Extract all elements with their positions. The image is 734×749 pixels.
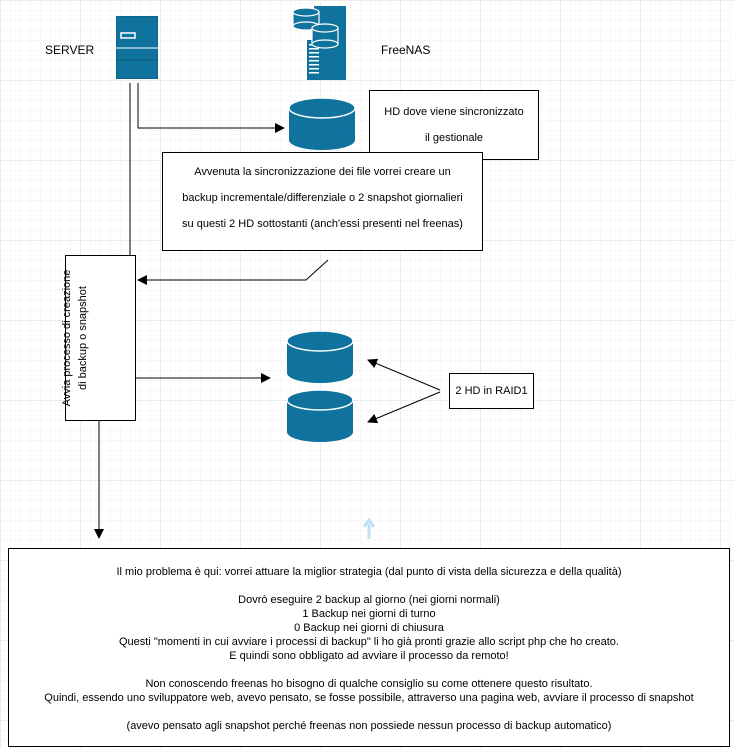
problem-line-7: E quindi sono obbligato ad avviare il pr… xyxy=(229,650,509,662)
process-note-line-2: di backup o snapshot xyxy=(77,286,89,390)
problem-line-2 xyxy=(9,579,729,593)
problem-box: Il mio problema è qui: vorrei attuare la… xyxy=(8,548,730,747)
server-to-hd-sync-connector xyxy=(137,83,285,133)
raid-note: 2 HD in RAID1 xyxy=(449,373,534,409)
hd-sync-icon xyxy=(289,98,355,150)
problem-line-9: Non conoscendo freenas ho bisogno di qua… xyxy=(145,678,593,690)
process-box xyxy=(65,255,136,421)
backup-note: Avvenuta la sincronizzazione dei file vo… xyxy=(162,152,483,251)
process-to-raid-connector xyxy=(129,360,271,383)
raid-note-to-hd1-arrow xyxy=(367,358,441,391)
problem-line-3: Dovrò eseguire 2 backup al giorno (nei g… xyxy=(238,594,500,606)
problem-line-5: 0 Backup nei giorni di chiusura xyxy=(294,622,444,634)
note-to-process-connector xyxy=(137,259,329,285)
hd-sync-note-line-2: il gestionale xyxy=(424,132,484,144)
server-icon xyxy=(116,16,158,79)
problem-line-8 xyxy=(9,663,729,677)
process-note-line-1: Avvia processo di creazione xyxy=(61,269,73,407)
freenas-label: FreeNAS xyxy=(381,43,431,57)
problem-line-12: (avevo pensato agli snapshot perché free… xyxy=(126,720,612,732)
problem-line-1: Il mio problema è qui: vorrei attuare la… xyxy=(116,566,622,578)
server-label: SERVER xyxy=(45,43,95,57)
hd-sync-note-line-1: HD dove viene sincronizzato xyxy=(384,106,524,118)
backup-note-line-1: Avvenuta la sincronizzazione dei file vo… xyxy=(194,166,451,178)
raid-note-to-hd2-arrow xyxy=(367,391,441,424)
hd-raid-2-icon xyxy=(287,390,353,442)
problem-line-11 xyxy=(9,705,729,719)
freenas-icon xyxy=(292,6,346,80)
process-note: Avvia processo di creazione di backup o … xyxy=(45,253,105,423)
hd-sync-note: HD dove viene sincronizzato il gestional… xyxy=(369,90,539,160)
backup-note-line-3: su questi 2 HD sottostanti (anch'essi pr… xyxy=(182,218,463,230)
up-hint-arrow xyxy=(362,517,376,539)
problem-line-10: Quindi, essendo uno sviluppatore web, av… xyxy=(44,692,694,704)
hd-raid-1-icon xyxy=(287,331,353,383)
backup-note-line-2: backup incrementale/differenziale o 2 sn… xyxy=(182,192,463,204)
problem-line-4: 1 Backup nei giorni di turno xyxy=(302,608,436,620)
problem-line-6: Questi "momenti in cui avviare i process… xyxy=(118,636,619,648)
